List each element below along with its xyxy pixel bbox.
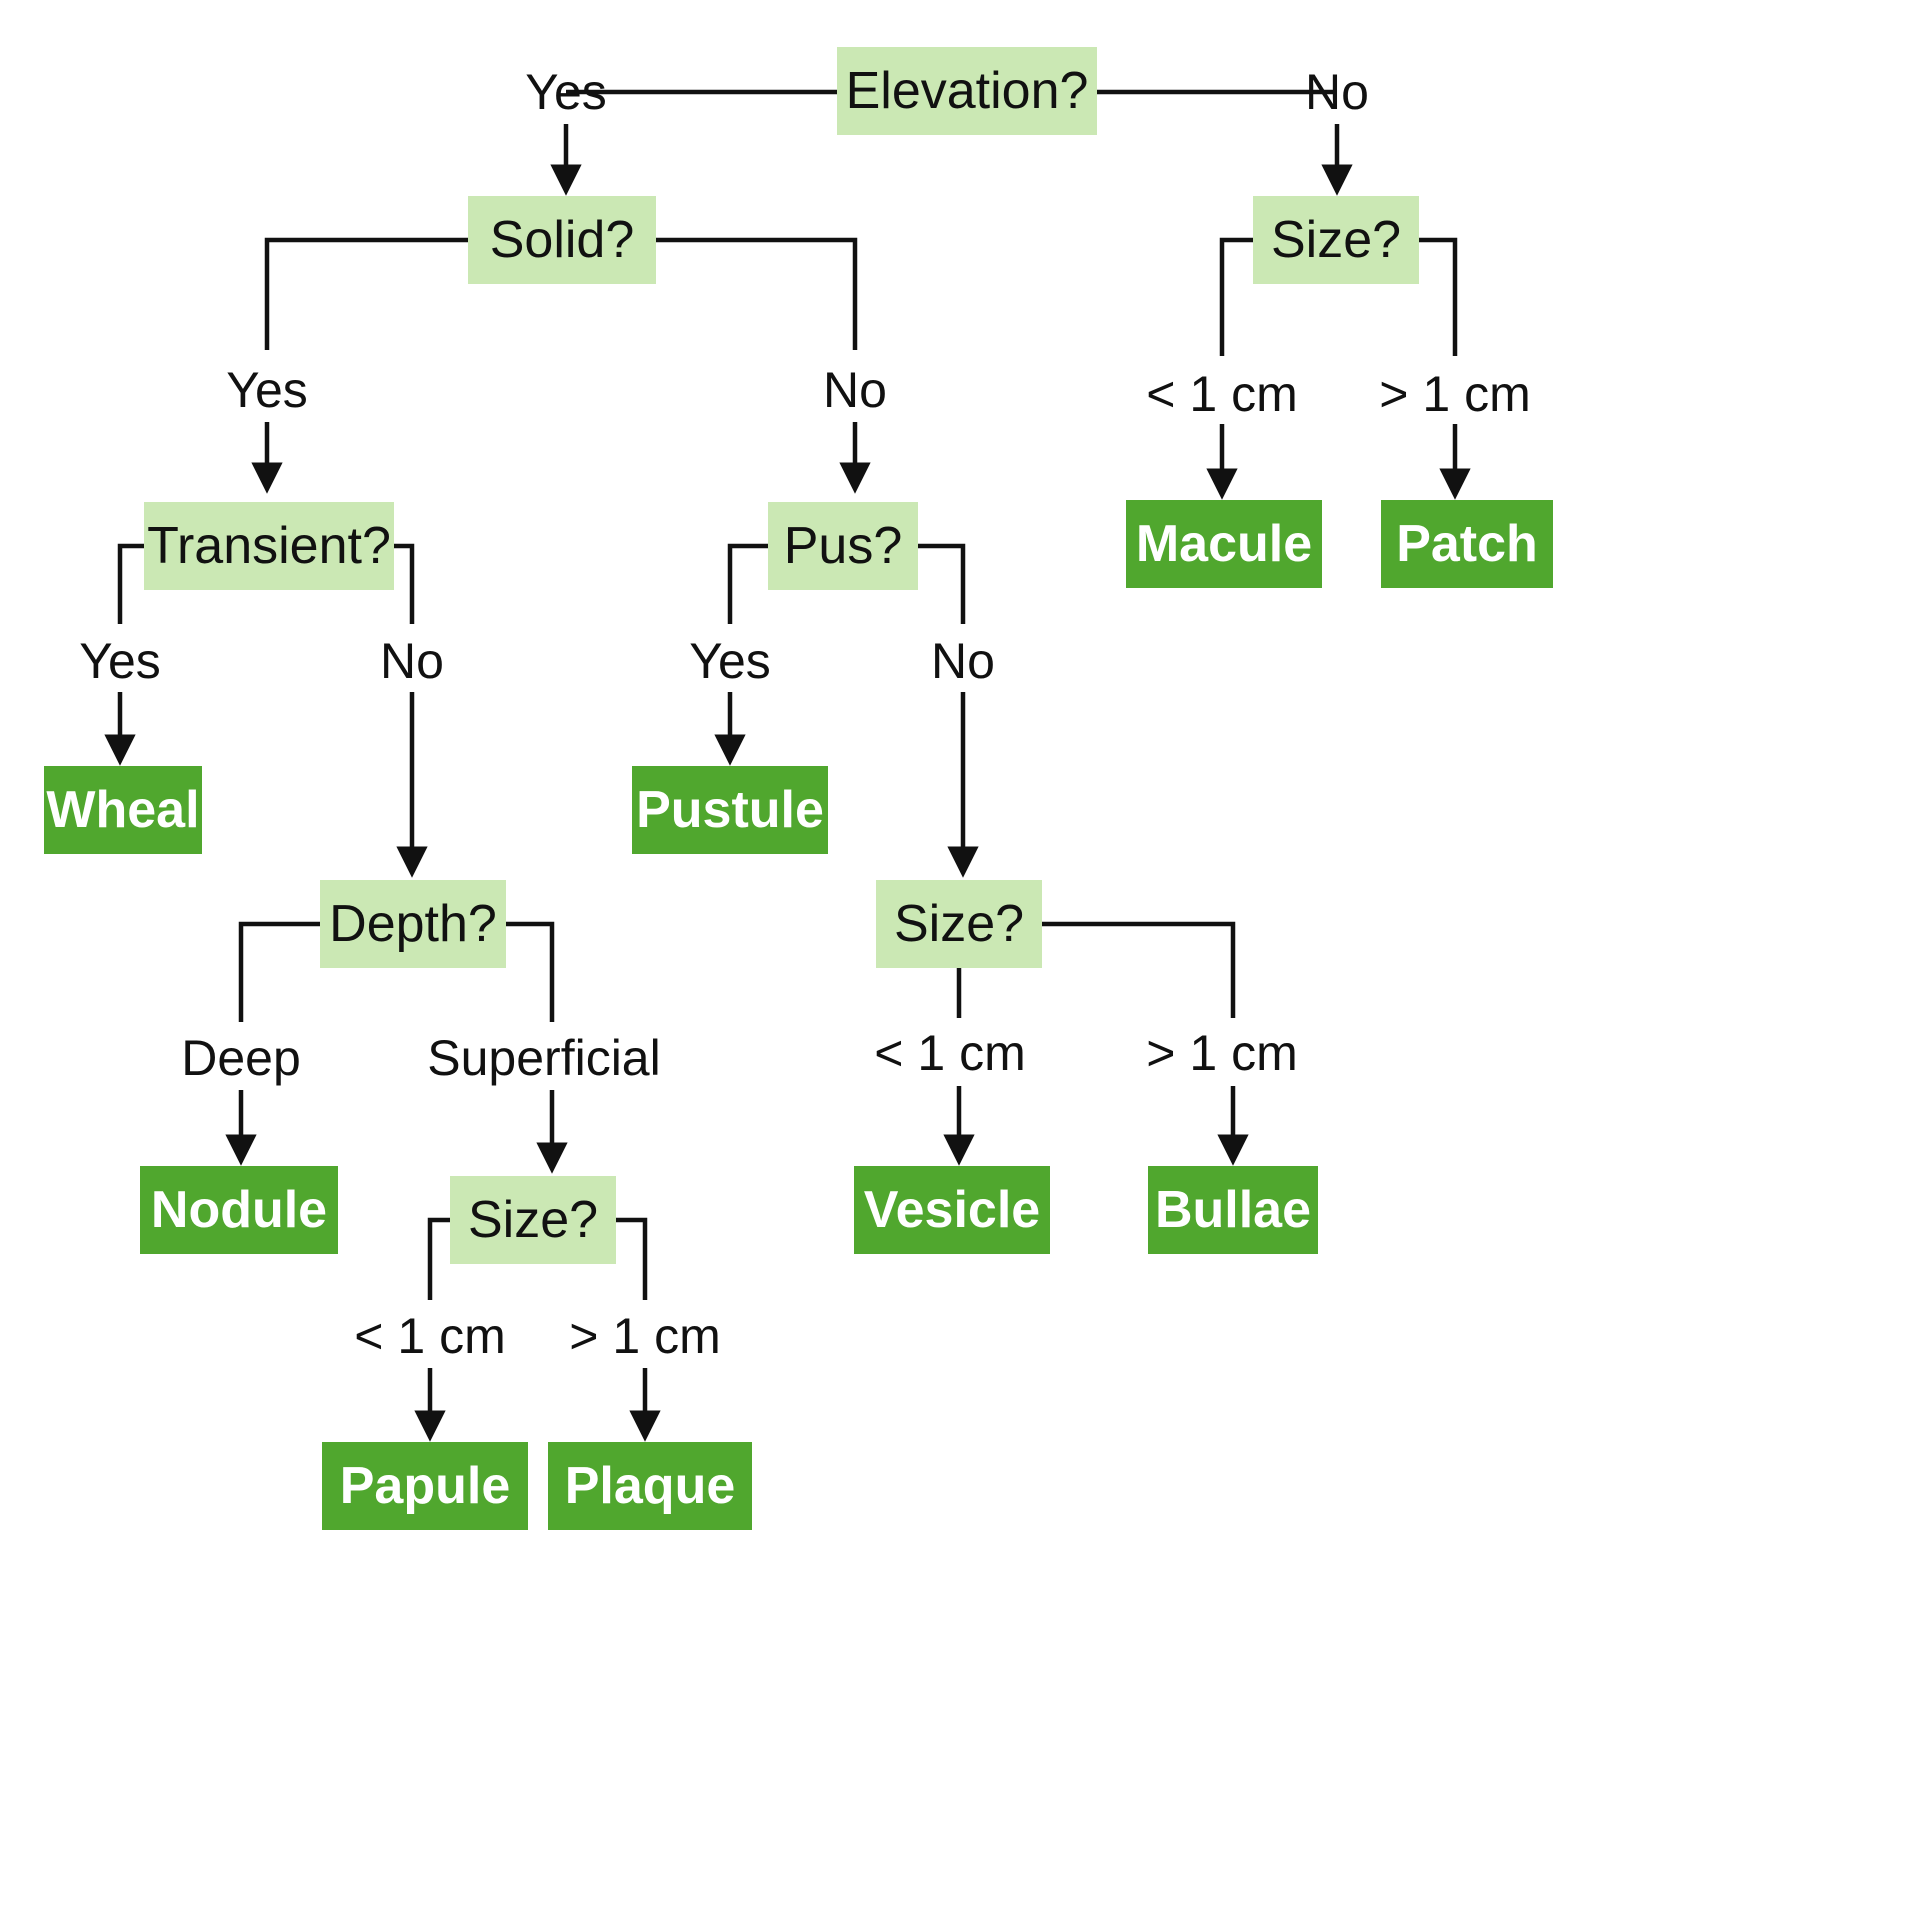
- leaf-node-nodule[interactable]: Nodule: [140, 1166, 338, 1254]
- edge-sizetop-lt: [1219, 237, 1253, 356]
- edge-label-transient-yes: Yes: [79, 633, 161, 689]
- leaf-node-label: Plaque: [564, 1457, 736, 1515]
- leaf-node-label: Patch: [1396, 515, 1538, 573]
- leaf-node-label: Macule: [1135, 515, 1313, 573]
- edge-solid-no: [656, 237, 858, 350]
- edge-label-elevation-yes: Yes: [525, 64, 607, 120]
- edge-label-size-bottom-gt: > 1 cm: [569, 1308, 721, 1364]
- edge-depth-superficial: [506, 921, 555, 1022]
- decision-node-pus[interactable]: Pus?: [768, 502, 918, 590]
- edge-transient-yes: [117, 543, 144, 624]
- edge-transient-no: [394, 543, 415, 624]
- leaf-node-label: Pustule: [636, 781, 824, 839]
- edge-sizebot-lt: [427, 1217, 450, 1300]
- leaf-node-label: Nodule: [150, 1181, 328, 1239]
- edge-label-size-bottom-lt: < 1 cm: [354, 1308, 506, 1364]
- decision-node-size-bottom[interactable]: Size?: [450, 1176, 616, 1264]
- decision-node-label: Elevation?: [845, 62, 1089, 120]
- edge-label-size-mid-lt: < 1 cm: [874, 1025, 1026, 1081]
- decision-node-label: Size?: [467, 1191, 599, 1249]
- edge-label-transient-no: No: [380, 633, 444, 689]
- edge-solid-yes: [264, 237, 468, 350]
- decision-node-size-top[interactable]: Size?: [1253, 196, 1419, 284]
- edge-label-size-top-gt: > 1 cm: [1379, 366, 1531, 422]
- edge-label-depth-superficial: Superficial: [427, 1030, 661, 1086]
- edge-depth-deep: [238, 921, 320, 1022]
- edge-label-size-mid-gt: > 1 cm: [1146, 1025, 1298, 1081]
- edge-label-solid-no: No: [823, 362, 887, 418]
- decision-node-solid[interactable]: Solid?: [468, 196, 656, 284]
- leaf-node-papule[interactable]: Papule: [322, 1442, 528, 1530]
- decision-node-label: Size?: [1270, 211, 1402, 269]
- decision-node-label: Depth?: [329, 895, 497, 953]
- leaf-node-label: Vesicle: [863, 1181, 1041, 1239]
- edge-label-depth-deep: Deep: [181, 1030, 301, 1086]
- edge-sizebot-gt: [616, 1217, 648, 1300]
- decision-node-size-mid[interactable]: Size?: [876, 880, 1042, 968]
- edge-label-solid-yes: Yes: [226, 362, 308, 418]
- leaf-node-bullae[interactable]: Bullae: [1148, 1166, 1318, 1254]
- decision-node-label: Pus?: [783, 517, 903, 575]
- edge-label-pus-yes: Yes: [689, 633, 771, 689]
- decision-node-elevation[interactable]: Elevation?: [837, 47, 1097, 135]
- decision-node-transient[interactable]: Transient?: [144, 502, 394, 590]
- decision-node-label: Solid?: [489, 211, 635, 269]
- decision-node-label: Transient?: [147, 517, 391, 575]
- edge-label-pus-no: No: [931, 633, 995, 689]
- edge-label-size-top-lt: < 1 cm: [1146, 366, 1298, 422]
- edge-sizetop-gt: [1419, 237, 1458, 356]
- leaf-node-wheal[interactable]: Wheal: [44, 766, 202, 854]
- leaf-node-pustule[interactable]: Pustule: [632, 766, 828, 854]
- leaf-node-label: Bullae: [1154, 1181, 1312, 1239]
- edge-pus-yes: [727, 543, 768, 624]
- leaf-node-label: Papule: [339, 1457, 511, 1515]
- edge-pus-no: [918, 543, 966, 624]
- decision-node-depth[interactable]: Depth?: [320, 880, 506, 968]
- leaf-node-patch[interactable]: Patch: [1381, 500, 1553, 588]
- leaf-node-plaque[interactable]: Plaque: [548, 1442, 752, 1530]
- edge-label-elevation-no: No: [1305, 64, 1369, 120]
- leaf-node-macule[interactable]: Macule: [1126, 500, 1322, 588]
- decision-node-label: Size?: [893, 895, 1025, 953]
- leaf-node-vesicle[interactable]: Vesicle: [854, 1166, 1050, 1254]
- leaf-node-label: Wheal: [46, 781, 200, 839]
- edge-sizemid-gt: [1042, 921, 1236, 1018]
